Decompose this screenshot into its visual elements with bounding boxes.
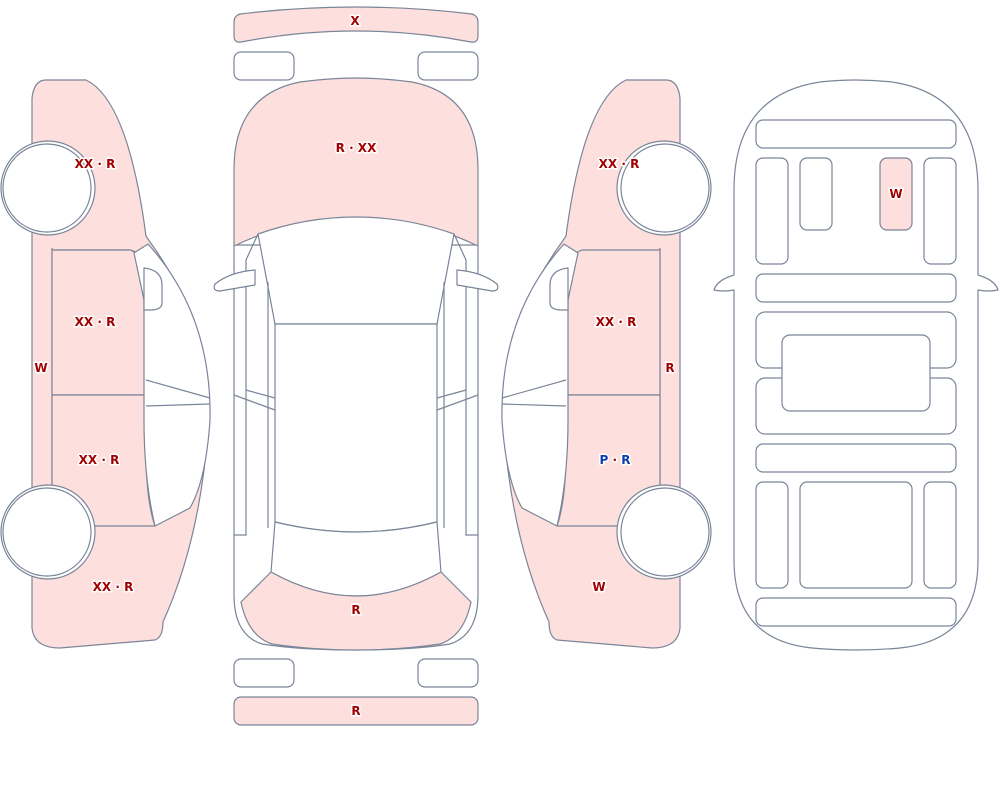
right-front-door-code: XX · R [596, 315, 637, 329]
left-rear-door-code: XX · R [79, 453, 120, 467]
right-rear-door-code-r: R [621, 453, 630, 467]
right-rear-door-code-p: P [600, 453, 609, 467]
left-front-door-trim[interactable] [755, 157, 789, 265]
right-front-door-trim[interactable] [923, 157, 957, 265]
right-side-windows[interactable] [501, 243, 579, 527]
front-seat-right[interactable] [879, 157, 913, 231]
hood-code: R · XX [336, 141, 377, 155]
left-rear-quarter-code: XX · R [93, 580, 134, 594]
rear-bumper-panel[interactable] [233, 696, 479, 726]
cargo-area[interactable] [755, 597, 957, 627]
right-rear-quarter-code: W [592, 580, 605, 594]
front-bumper-panel[interactable] [233, 6, 479, 43]
dashboard[interactable] [755, 119, 957, 149]
right-mirror-side[interactable] [549, 267, 569, 311]
left-taillight[interactable] [233, 658, 295, 688]
right-front-fender-code: XX · R [599, 157, 640, 171]
right-rear-wheel[interactable] [620, 487, 710, 577]
left-rear-door-trim[interactable] [755, 481, 789, 589]
right-front-wheel[interactable] [620, 143, 710, 233]
front-seat-left[interactable] [799, 157, 833, 231]
right-side-view: XX · R XX · R P · R W R [501, 79, 712, 649]
rear-console[interactable] [755, 443, 957, 473]
rear-section-code: R [351, 603, 360, 617]
left-headlight[interactable] [233, 51, 295, 81]
right-rear-door-trim[interactable] [923, 481, 957, 589]
left-rocker-code: W [34, 361, 47, 375]
rear-bumper-code: R [351, 704, 360, 718]
rear-seat[interactable] [799, 481, 913, 589]
right-rocker-code: R [665, 361, 674, 375]
center-console-front[interactable] [755, 273, 957, 303]
left-rear-wheel[interactable] [2, 487, 92, 577]
right-mirror-top[interactable] [456, 269, 499, 292]
left-front-fender-code: XX · R [75, 157, 116, 171]
left-front-wheel[interactable] [2, 143, 92, 233]
right-rear-door-code-sep: · [608, 453, 621, 467]
left-mirror-side[interactable] [143, 267, 163, 311]
rear-section-panel[interactable] [240, 571, 472, 651]
right-headlight[interactable] [417, 51, 479, 81]
roof[interactable] [274, 323, 438, 533]
top-view: X R · XX R R [213, 6, 499, 726]
front-bumper-code: X [350, 14, 360, 28]
right-taillight[interactable] [417, 658, 479, 688]
right-rear-door-code: P · R [600, 453, 631, 467]
left-mirror-top[interactable] [213, 269, 256, 292]
left-front-door-code: XX · R [75, 315, 116, 329]
interior-view: W [713, 79, 999, 651]
front-seat-right-code: W [889, 187, 902, 201]
windshield[interactable] [257, 216, 455, 325]
center-armrest[interactable] [781, 334, 931, 412]
left-side-windows[interactable] [133, 243, 211, 527]
left-side-view: XX · R XX · R XX · R XX · R W [0, 79, 211, 649]
